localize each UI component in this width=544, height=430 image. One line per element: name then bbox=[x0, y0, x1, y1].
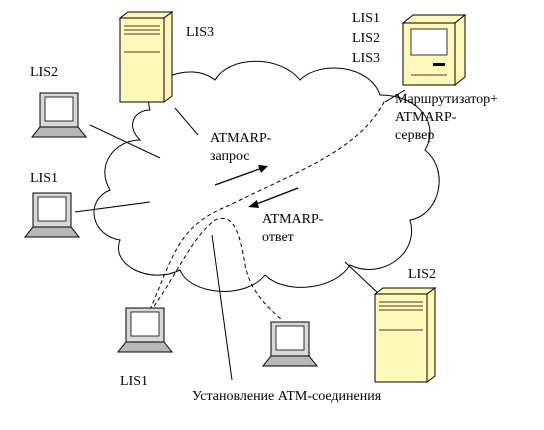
link-router bbox=[384, 89, 406, 103]
request-arrow bbox=[214, 165, 268, 186]
link-lis2-server bbox=[344, 261, 381, 296]
lis1-laptop-left-icon bbox=[23, 192, 81, 238]
lis2-laptop-label: LIS2 bbox=[30, 65, 58, 80]
lis2-laptop-icon bbox=[30, 92, 88, 138]
connection-label: Установление ATM-соединения bbox=[192, 389, 382, 404]
request-label-line2: запрос bbox=[210, 149, 250, 164]
reply-label-line2: ответ bbox=[262, 230, 294, 245]
lis1-laptop-bottom-icon bbox=[116, 307, 174, 353]
reply-label-line1: ATMARP- bbox=[262, 212, 324, 227]
reply-arrow bbox=[248, 187, 299, 208]
lis1-laptop-bottom-label: LIS1 bbox=[120, 374, 148, 389]
router-caption-line3: сервер bbox=[395, 128, 434, 143]
laptop-bottom-center-icon bbox=[261, 321, 319, 367]
link-lis1-laptop-left bbox=[74, 201, 151, 213]
router-lis3-label: LIS3 bbox=[352, 51, 380, 66]
lis2-server-label: LIS2 bbox=[408, 267, 436, 282]
lis3-server-icon bbox=[118, 11, 174, 103]
router-lis2-label: LIS2 bbox=[352, 31, 380, 46]
atm-connection-dashed-path bbox=[149, 217, 283, 321]
atm-network-cloud bbox=[93, 60, 440, 292]
router-lis1-label: LIS1 bbox=[352, 11, 380, 26]
link-lis2-laptop bbox=[89, 124, 161, 159]
link-lis3-server bbox=[174, 107, 199, 136]
connection-leader-line bbox=[211, 234, 233, 381]
router-caption-line2: ATMARP- bbox=[395, 110, 457, 125]
lis1-laptop-left-label: LIS1 bbox=[30, 171, 58, 186]
router-caption-line1: Маршрутизатор+ bbox=[395, 92, 498, 107]
request-label-line1: ATMARP- bbox=[210, 131, 272, 146]
lis2-server-icon bbox=[373, 287, 437, 383]
router-computer-icon bbox=[401, 13, 467, 87]
lis3-server-label: LIS3 bbox=[186, 25, 214, 40]
